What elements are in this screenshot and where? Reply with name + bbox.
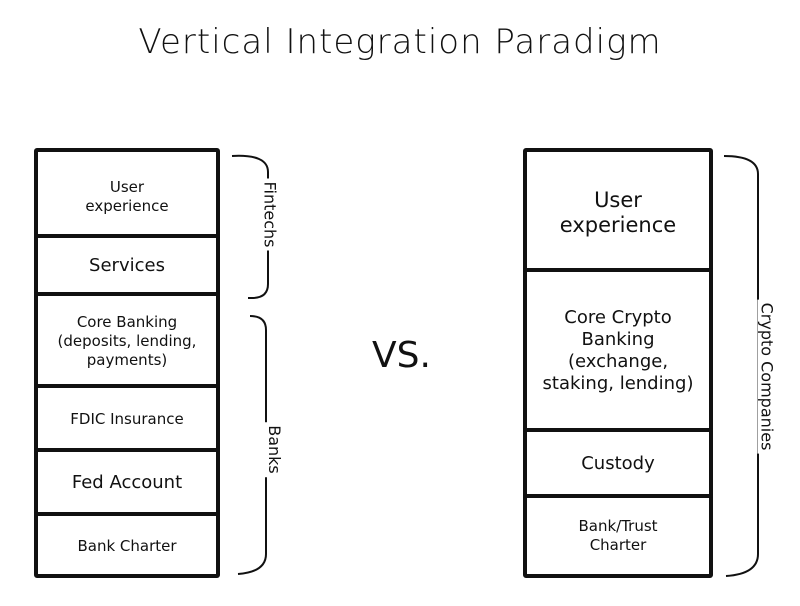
left-layer-user-experience: User experience: [85, 178, 169, 215]
divider: [34, 384, 220, 388]
right-layer-user-experience: User experience: [559, 188, 677, 237]
divider: [523, 494, 713, 498]
right-layer-custody: Custody: [581, 453, 655, 474]
divider: [34, 512, 220, 516]
divider: [523, 268, 713, 272]
divider: [34, 448, 220, 452]
left-stack: User experience Services Core Banking (d…: [34, 148, 220, 578]
left-layer-services: Services: [89, 255, 165, 276]
diagram-title: Vertical Integration Paradigm: [138, 22, 662, 62]
vs-label: VS.: [372, 335, 431, 376]
right-layer-core-crypto-banking: Core Crypto Banking (exchange, staking, …: [542, 307, 694, 394]
crypto-companies-label: Crypto Companies: [757, 299, 777, 454]
left-layer-fdic-insurance: FDIC Insurance: [70, 409, 184, 428]
right-layer-bank-trust-charter: Bank/Trust Charter: [578, 517, 658, 554]
divider: [523, 428, 713, 432]
left-layer-fed-account: Fed Account: [71, 472, 183, 493]
divider: [34, 292, 220, 296]
fintechs-label: Fintechs: [260, 178, 280, 251]
banks-label: Banks: [264, 422, 284, 477]
left-layer-core-banking: Core Banking (deposits, lending, payment…: [57, 312, 197, 369]
divider: [34, 234, 220, 238]
left-layer-bank-charter: Bank Charter: [77, 536, 177, 555]
right-stack: User experience Core Crypto Banking (exc…: [523, 148, 713, 578]
